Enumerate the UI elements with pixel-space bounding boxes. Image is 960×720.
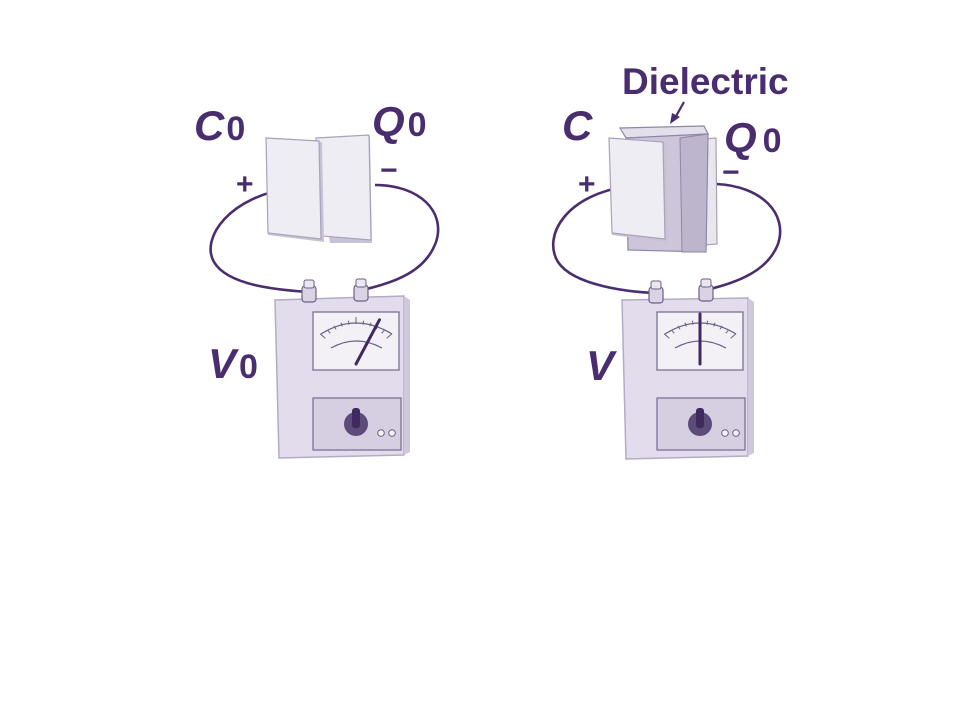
left-meter-jack-1 <box>377 429 385 437</box>
left-meter-needle <box>354 318 381 366</box>
left-meter-tick <box>333 325 337 330</box>
left-meter-tick <box>381 329 385 334</box>
left-meter-tick <box>386 333 393 339</box>
right-terminal-positive <box>648 280 664 304</box>
left-meter-scale-inner <box>330 340 383 349</box>
left-wire <box>209 186 309 294</box>
right-terminal-negative <box>698 278 714 302</box>
right-meter-tick <box>677 325 681 330</box>
left-meter-tick <box>362 320 365 325</box>
left-plus-sign: + <box>236 168 254 201</box>
right-minus-sign: − <box>722 156 740 189</box>
right-range-knob <box>688 408 712 436</box>
left-terminal-negative <box>353 278 369 302</box>
right-meter-tick <box>706 320 709 325</box>
left-meter-tick <box>319 333 326 339</box>
left-voltage-label: V0 <box>208 340 258 387</box>
left-meter-tick <box>369 322 372 327</box>
right-meter-tick <box>671 329 675 334</box>
right-meter-jack-2 <box>732 429 740 437</box>
dielectric-label: Dielectric <box>622 61 789 102</box>
right-meter-jack-1 <box>721 429 729 437</box>
left-minus-sign: − <box>380 154 398 187</box>
right-wire <box>552 184 656 295</box>
right-meter-tick <box>691 320 694 325</box>
left-terminal-positive <box>301 279 317 303</box>
right-capacitance-label: C <box>562 102 593 149</box>
right-meter-tick <box>719 325 723 330</box>
left-meter-tick <box>340 322 343 327</box>
left-wire-negative <box>361 183 440 292</box>
right-plus-sign: + <box>578 168 596 201</box>
right-meter-tick <box>725 329 729 334</box>
right-positive-plate <box>608 137 668 242</box>
left-setup: C0 Q0 + − V0 <box>194 98 440 459</box>
right-wire-negative <box>705 182 782 292</box>
right-meter-tick <box>684 322 687 327</box>
dielectric-arrow <box>670 101 685 124</box>
right-voltage-label: V <box>586 342 617 389</box>
right-meter-tick <box>663 333 670 339</box>
left-capacitance-label: C0 <box>194 102 245 149</box>
left-positive-plate <box>265 137 324 242</box>
left-meter-tick <box>347 320 350 325</box>
right-voltmeter <box>621 278 754 460</box>
left-meter-jack-2 <box>388 429 396 437</box>
left-voltmeter <box>274 278 410 459</box>
right-meter-tick <box>713 322 716 327</box>
left-meter-tick <box>327 329 331 334</box>
left-range-knob <box>344 408 368 436</box>
right-meter-tick <box>730 333 737 339</box>
left-charge-label: Q0 <box>372 98 427 146</box>
